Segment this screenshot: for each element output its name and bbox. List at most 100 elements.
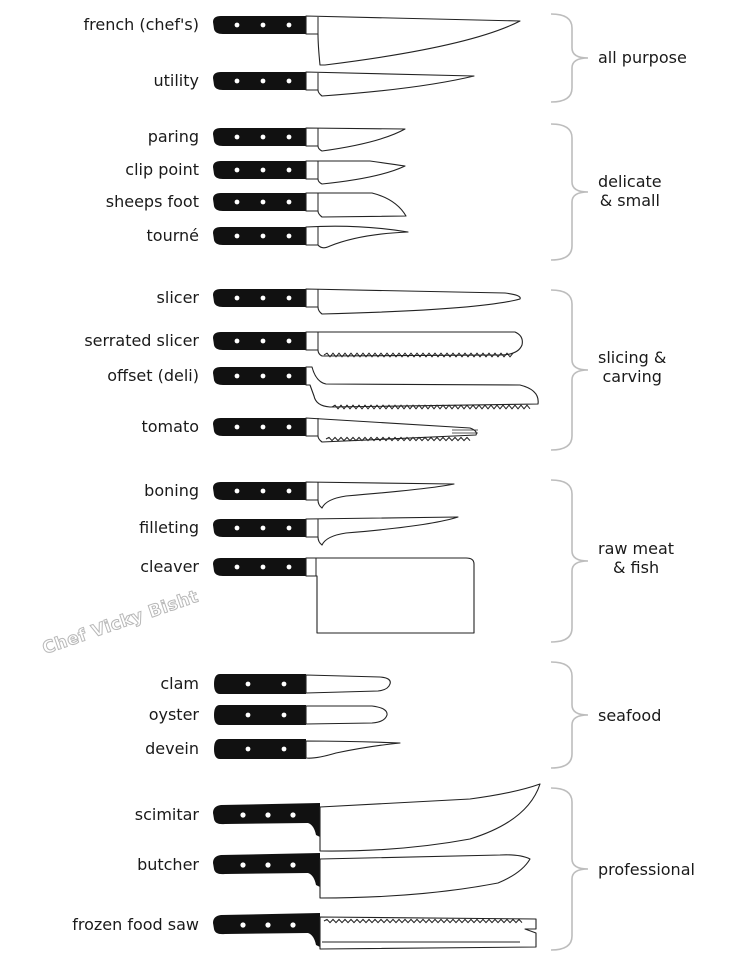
group-label-line: slicing & bbox=[598, 348, 667, 367]
knife-handle bbox=[213, 519, 306, 537]
handle-rivet bbox=[260, 134, 266, 140]
knife-label-tourne: tourné bbox=[146, 226, 199, 245]
handle-rivet bbox=[286, 199, 292, 205]
handle-rivet bbox=[286, 134, 292, 140]
handle-rivet bbox=[286, 373, 292, 379]
group-brace bbox=[550, 787, 589, 951]
knife-scimitar bbox=[213, 783, 541, 852]
handle-rivet bbox=[265, 812, 271, 818]
handle-rivet bbox=[245, 681, 251, 687]
handle-rivet bbox=[286, 78, 292, 84]
knife-label-paring: paring bbox=[147, 127, 199, 146]
knife-handle bbox=[213, 227, 306, 245]
handle-rivet bbox=[260, 233, 266, 239]
knife-blade bbox=[305, 417, 477, 443]
serration bbox=[325, 436, 471, 442]
knife-handle bbox=[214, 739, 306, 759]
handle-rivet bbox=[260, 488, 266, 494]
knife-sheepsfoot bbox=[213, 192, 407, 218]
handle-rivet bbox=[234, 525, 240, 531]
knife-blade bbox=[305, 71, 475, 97]
knife-handle bbox=[213, 332, 306, 350]
knife-utility bbox=[213, 71, 475, 97]
handle-rivet bbox=[281, 746, 287, 752]
knife-handle bbox=[213, 72, 306, 90]
serration bbox=[323, 352, 514, 358]
knife-tomato bbox=[213, 417, 478, 443]
knife-blade bbox=[305, 160, 406, 185]
knife-blade bbox=[305, 288, 521, 315]
knife-handle bbox=[213, 853, 320, 887]
group-label-line: carving bbox=[602, 367, 662, 386]
handle-rivet bbox=[260, 199, 266, 205]
group-label-1: delicate& small bbox=[598, 172, 662, 210]
group-label-line: delicate bbox=[598, 172, 662, 191]
knife-handle bbox=[213, 289, 306, 307]
knife-handle bbox=[213, 913, 320, 947]
knife-handle bbox=[213, 161, 306, 179]
handle-rivet bbox=[234, 199, 240, 205]
knife-blade bbox=[305, 192, 407, 218]
knife-filleting bbox=[213, 516, 459, 546]
knife-blade bbox=[305, 15, 521, 66]
handle-rivet bbox=[234, 22, 240, 28]
handle-rivet bbox=[240, 862, 246, 868]
handle-rivet bbox=[281, 712, 287, 718]
knife-handle bbox=[213, 193, 306, 211]
group-brace bbox=[550, 661, 589, 769]
group-brace bbox=[550, 289, 589, 451]
knife-boning bbox=[213, 481, 455, 509]
handle-rivet bbox=[265, 862, 271, 868]
group-brace bbox=[550, 13, 589, 103]
group-label-line: & fish bbox=[612, 558, 660, 577]
handle-rivet bbox=[260, 525, 266, 531]
knife-handle bbox=[213, 16, 306, 34]
knife-label-butcher: butcher bbox=[137, 855, 199, 874]
knife-blade bbox=[305, 740, 401, 759]
handle-rivet bbox=[234, 564, 240, 570]
knife-cleaver bbox=[213, 557, 475, 634]
knife-label-devein: devein bbox=[145, 739, 199, 758]
knife-blade bbox=[305, 127, 406, 152]
handle-rivet bbox=[290, 922, 296, 928]
knife-label-oyster: oyster bbox=[148, 705, 199, 724]
knife-serrated bbox=[213, 331, 523, 358]
knife-blade bbox=[305, 481, 455, 509]
handle-rivet bbox=[260, 424, 266, 430]
knife-label-saw: frozen food saw bbox=[72, 915, 199, 934]
handle-rivet bbox=[286, 233, 292, 239]
knife-label-scimitar: scimitar bbox=[134, 805, 199, 824]
knife-blade bbox=[319, 854, 531, 899]
knife-tourne bbox=[213, 225, 409, 249]
knife-handle bbox=[213, 482, 306, 500]
handle-rivet bbox=[234, 233, 240, 239]
knife-blade bbox=[305, 225, 409, 249]
knife-butcher bbox=[213, 853, 531, 899]
knife-slicer bbox=[213, 288, 521, 315]
knife-blade bbox=[319, 916, 537, 950]
knife-label-cleaver: cleaver bbox=[140, 557, 199, 576]
group-label-line: all purpose bbox=[598, 47, 687, 67]
handle-rivet bbox=[260, 373, 266, 379]
group-label-4: seafood bbox=[598, 706, 661, 725]
knife-label-filleting: filleting bbox=[139, 518, 199, 537]
handle-rivet bbox=[245, 712, 251, 718]
knife-label-boning: boning bbox=[144, 481, 199, 500]
handle-rivet bbox=[260, 167, 266, 173]
knife-handle bbox=[213, 558, 306, 576]
handle-rivet bbox=[290, 812, 296, 818]
knife-blade bbox=[305, 331, 523, 357]
handle-rivet bbox=[234, 488, 240, 494]
knife-label-serrated: serrated slicer bbox=[84, 331, 199, 350]
knife-chef bbox=[213, 15, 521, 66]
knife-handle bbox=[214, 674, 306, 694]
knife-saw bbox=[213, 913, 537, 950]
handle-rivet bbox=[234, 167, 240, 173]
group-label-5: professional bbox=[598, 860, 695, 879]
handle-rivet bbox=[234, 295, 240, 301]
knife-blade bbox=[305, 557, 475, 634]
handle-rivet bbox=[286, 338, 292, 344]
handle-rivet bbox=[260, 78, 266, 84]
handle-rivet bbox=[286, 488, 292, 494]
